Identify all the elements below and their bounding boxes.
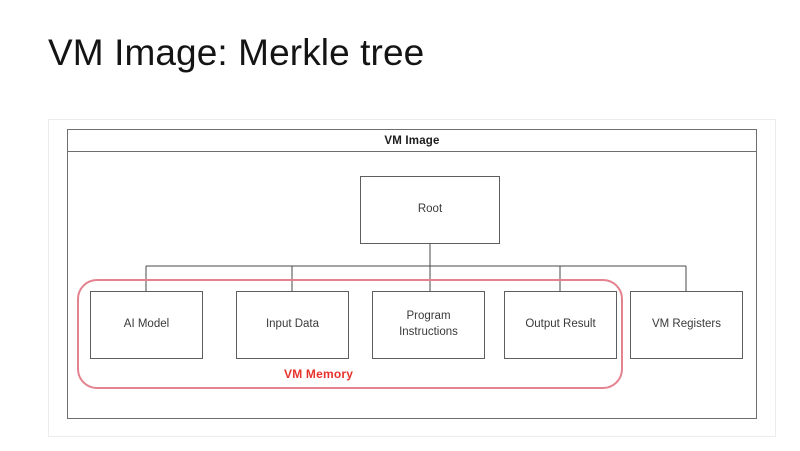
page-title: VM Image: Merkle tree xyxy=(48,32,425,73)
tree-node-root[interactable]: Root xyxy=(360,176,500,244)
tree-node-vm-registers-label: VM Registers xyxy=(651,318,722,331)
tree-node-ai-model-label: AI Model xyxy=(123,318,170,331)
tree-node-vm-registers[interactable]: VM Registers xyxy=(630,291,743,359)
tree-node-input-data[interactable]: Input Data xyxy=(236,291,349,359)
vm-image-header: VM Image xyxy=(68,130,756,152)
tree-node-ai-model[interactable]: AI Model xyxy=(90,291,203,359)
vm-memory-group-outline xyxy=(77,279,623,389)
tree-node-input-data-label: Input Data xyxy=(265,318,320,331)
tree-node-root-label: Root xyxy=(417,203,443,216)
tree-node-program-instructions-line1: Program xyxy=(406,310,451,323)
tree-node-output-result-label: Output Result xyxy=(525,318,596,331)
tree-node-program-instructions-label: Program Instructions xyxy=(395,309,462,340)
tree-node-program-instructions[interactable]: Program Instructions xyxy=(372,291,485,359)
tree-node-program-instructions-line2: Instructions xyxy=(399,326,458,338)
vm-image-header-label: VM Image xyxy=(384,134,440,147)
tree-node-output-result[interactable]: Output Result xyxy=(504,291,617,359)
diagram-outer-frame: VM Image xyxy=(48,119,776,437)
vm-memory-group-label: VM Memory xyxy=(284,367,354,381)
